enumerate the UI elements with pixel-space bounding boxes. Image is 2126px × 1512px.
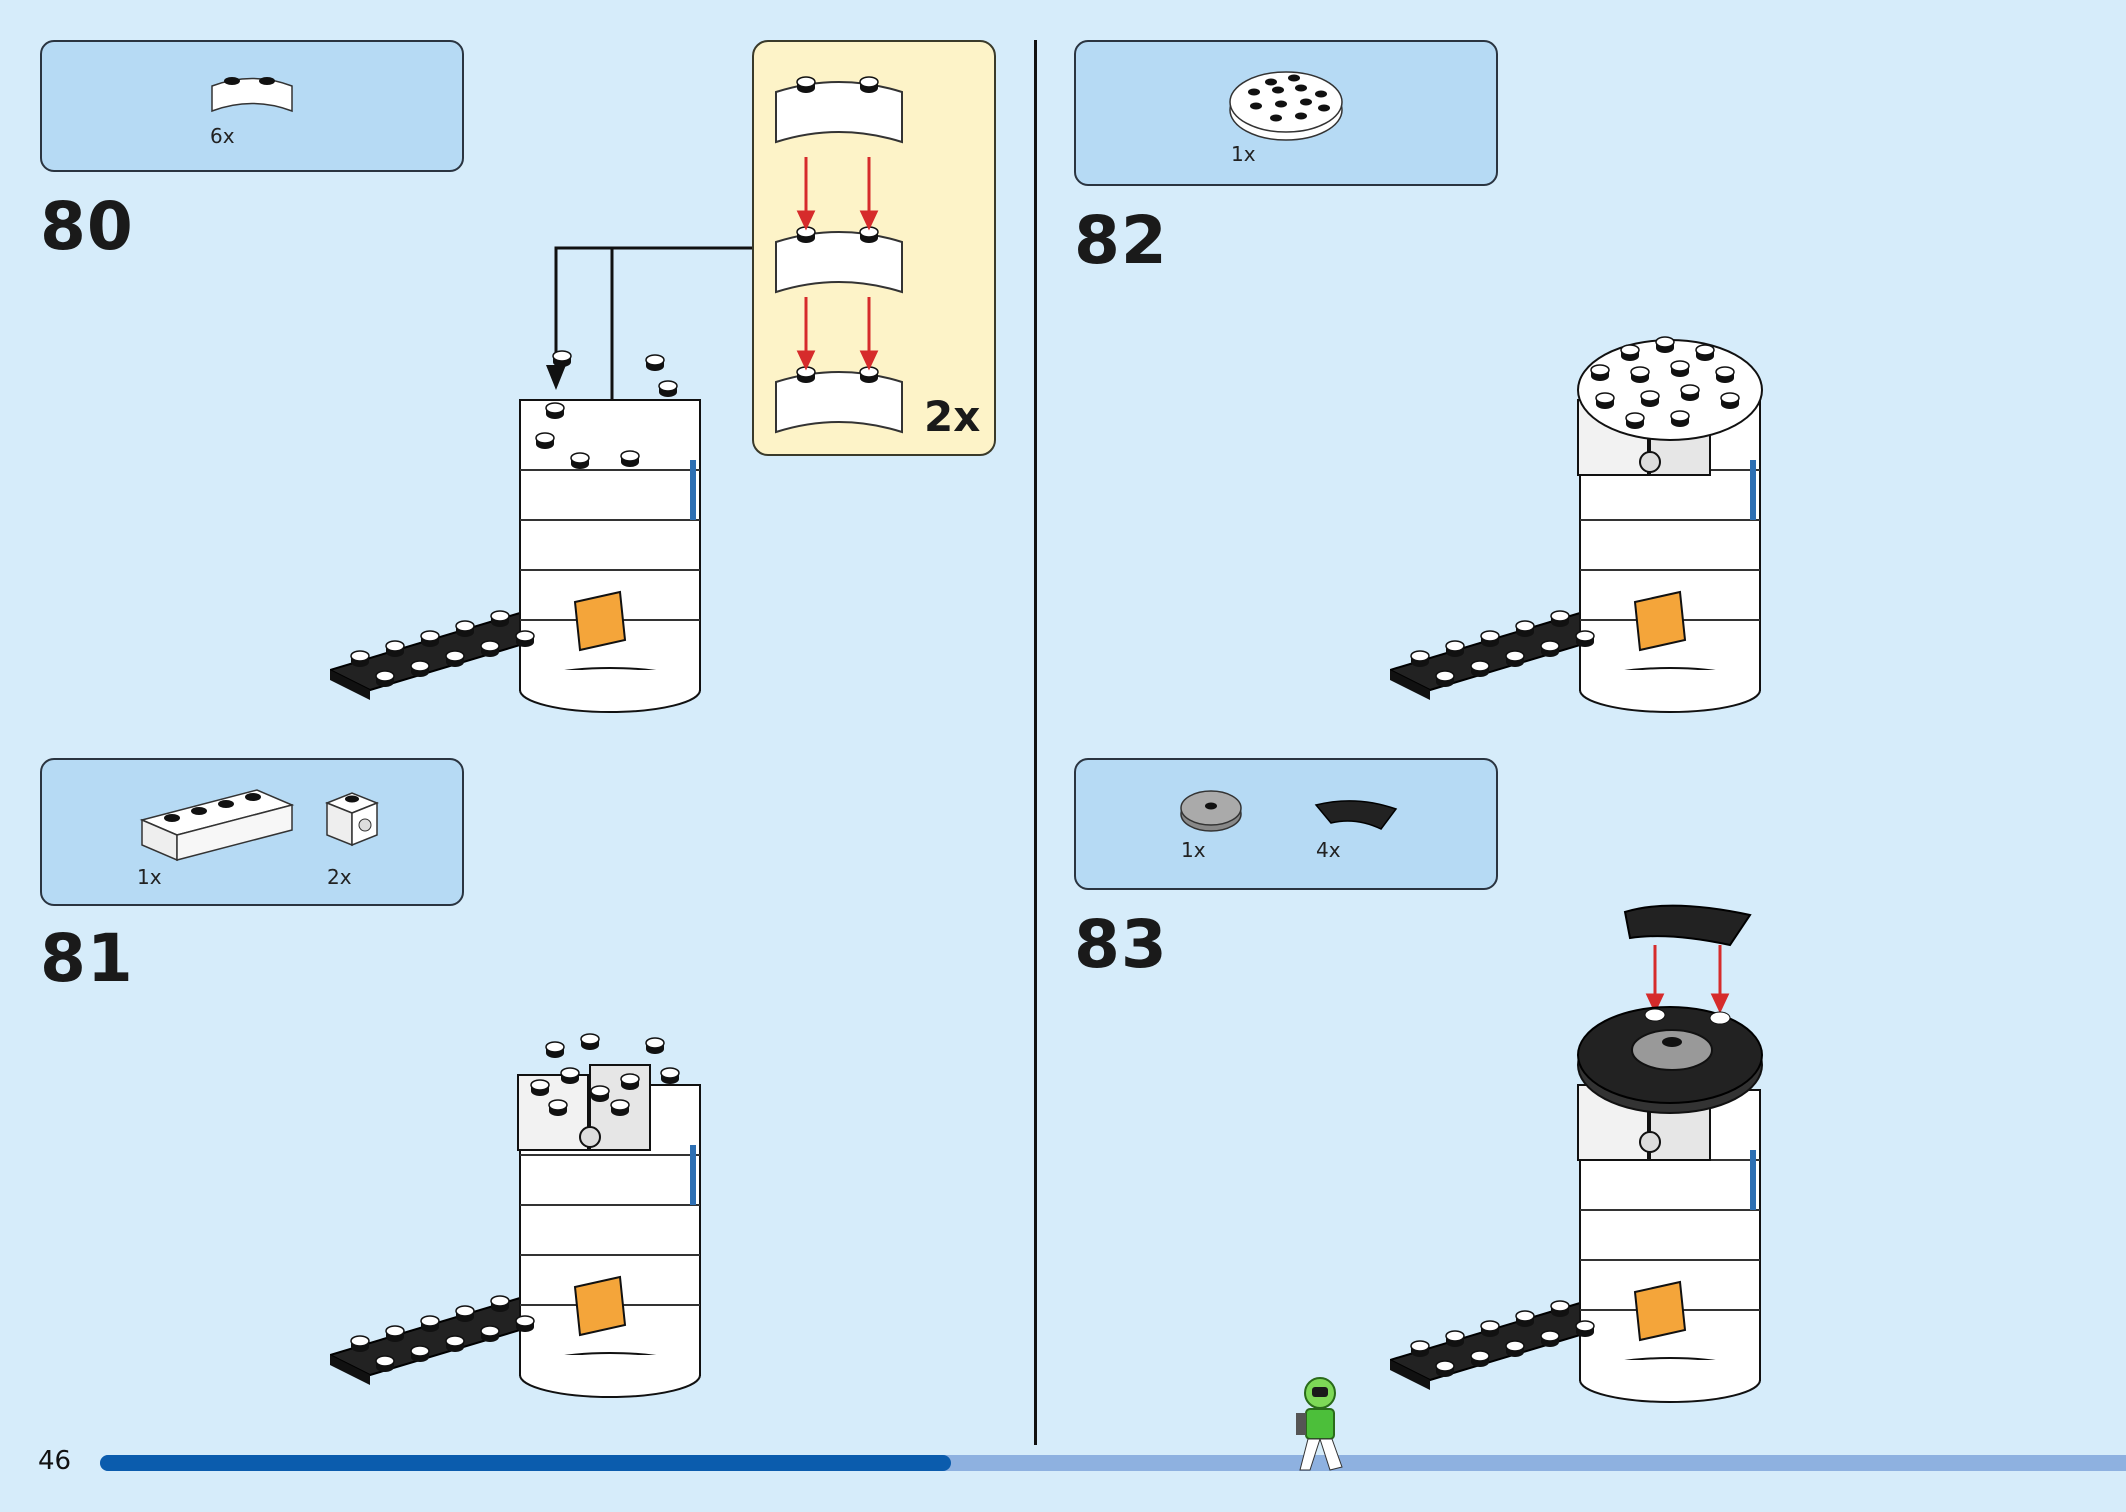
sub-assembly-diagram	[775, 76, 903, 434]
sub-assembly-multiplier: 2x	[924, 392, 981, 441]
parts-box-step-81: 1x 2x	[40, 758, 464, 906]
model-step-81	[330, 1033, 730, 1405]
part-qty: 6x	[210, 124, 235, 148]
part-qty: 1x	[1231, 142, 1256, 166]
parts-box-step-80: 6x	[40, 40, 464, 172]
step-number-80: 80	[40, 188, 134, 265]
step-number-82: 82	[1074, 202, 1168, 279]
column-divider	[1034, 40, 1037, 1445]
step-number-81: 81	[40, 920, 134, 997]
model-step-83	[1390, 904, 1763, 1410]
parts-box-step-82: 1x	[1074, 40, 1498, 186]
model-step-80	[330, 350, 730, 720]
grey-round-tile-2x2-icon	[1180, 790, 1242, 832]
progress-fill	[100, 1455, 951, 1471]
white-brick-1x4-icon	[139, 789, 295, 862]
part-qty: 1x	[137, 865, 162, 889]
part-qty: 2x	[327, 865, 352, 889]
runner-minifigure-icon	[1296, 1377, 1343, 1471]
part-qty: 4x	[1316, 838, 1341, 862]
sub-assembly-box: 2x	[752, 40, 996, 456]
white-round-plate-4x4-icon	[1229, 71, 1343, 141]
white-curved-brick-2x2-icon	[211, 77, 293, 113]
parts-box-step-83: 1x 4x	[1074, 758, 1498, 890]
part-qty: 1x	[1181, 838, 1206, 862]
white-brick-1x1-with-stud-side-icon	[324, 792, 380, 847]
page-number: 46	[38, 1446, 72, 1476]
black-curved-tile-icon	[1314, 800, 1398, 830]
model-step-82	[1390, 336, 1763, 720]
step-number-83: 83	[1074, 906, 1168, 983]
